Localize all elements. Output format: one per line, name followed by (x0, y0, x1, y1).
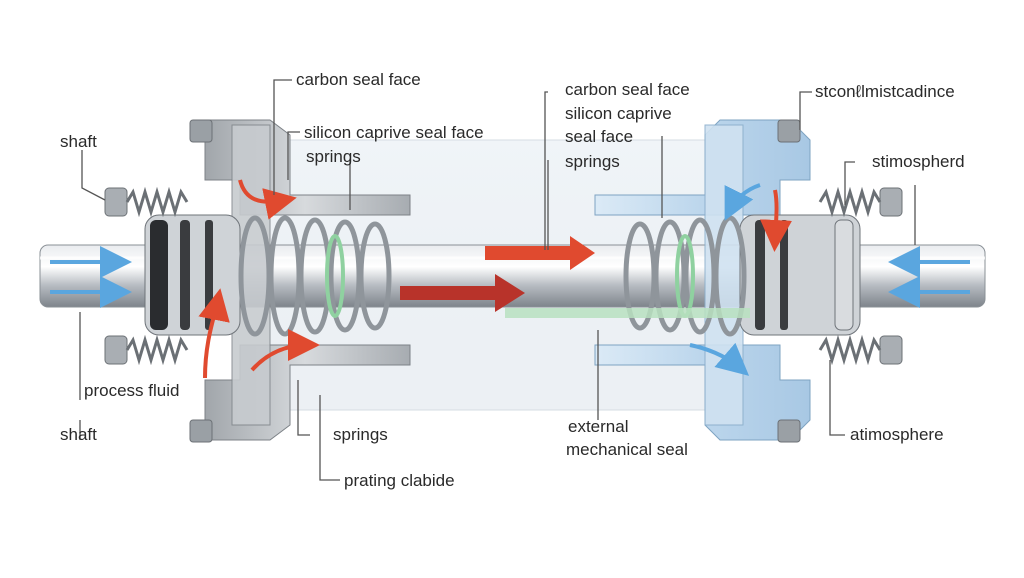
label-prating-clabide: prating clabide (344, 471, 455, 490)
label-process-fluid: process fluid (84, 381, 180, 400)
label-left-shaft-top: shaft (60, 132, 97, 151)
label-left-springs-bottom: springs (333, 425, 388, 444)
label-center-seal-face: seal face (565, 127, 634, 146)
label-left-shaft-bottom: shaft (60, 425, 97, 444)
label-center-silicon-caprive: silicon caprive (565, 104, 672, 123)
label-stimospherd: stimospherd (872, 152, 965, 171)
label-external: external (568, 417, 629, 436)
label-left-silicon-captive-seal-face: silicon caprive seal face (304, 123, 484, 142)
label-center-carbon-seal-face: carbon seal face (565, 80, 690, 99)
leader-lines (79, 79, 916, 481)
label-atimosphere: atimosphere (850, 425, 944, 444)
flow-arrows (50, 179, 970, 379)
label-mechanical-seal: mechanical seal (566, 440, 688, 459)
label-left-carbon-seal-face: carbon seal face (296, 70, 421, 89)
label-center-springs: springs (565, 152, 620, 171)
label-left-springs-top: springs (306, 147, 361, 166)
right-seal-housing (505, 119, 903, 443)
label-stcon-mistcadince: stconℓlmistcadince (815, 82, 955, 101)
